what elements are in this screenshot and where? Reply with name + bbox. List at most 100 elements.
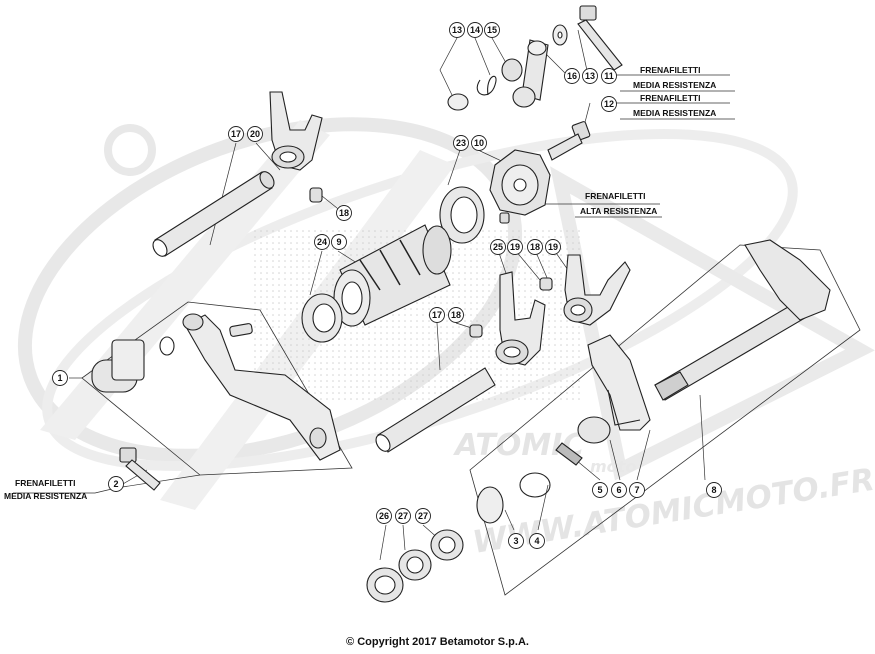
washer-13-right (552, 24, 568, 46)
callout-c1: 1 (52, 370, 68, 386)
callout-circle (529, 533, 545, 549)
callout-circle (484, 22, 500, 38)
callout-circle (601, 96, 617, 112)
callout-c12: 12 (601, 96, 617, 112)
frame-group-1 (81, 301, 353, 476)
callout-circle (467, 22, 483, 38)
selector-shaft-8 (654, 239, 831, 401)
callout-number: 24 (317, 237, 327, 247)
note-2-line2: MEDIA RESISTENZA (4, 491, 87, 501)
callout-number: 11 (604, 71, 614, 81)
callout-circle (471, 135, 487, 151)
callout-number: 27 (398, 511, 408, 521)
callout-number: 18 (451, 310, 461, 320)
callout-number: 13 (585, 71, 595, 81)
callout-number: 19 (548, 242, 558, 252)
callout-circle (395, 508, 411, 524)
callout-circle (108, 476, 124, 492)
callout-circle (545, 239, 561, 255)
callout-c4: 4 (529, 533, 545, 549)
note-11-line2: MEDIA RESISTENZA (633, 80, 716, 90)
callout-c25: 25 (490, 239, 506, 255)
callout-circle (507, 239, 523, 255)
callout-number: 3 (513, 536, 518, 546)
callout-circle (490, 239, 506, 255)
callout-number: 18 (339, 208, 349, 218)
plate-7 (587, 334, 651, 431)
note-11-line1: FRENAFILETTI (640, 65, 700, 75)
callout-c3: 3 (508, 533, 524, 549)
callout-c2: 2 (108, 476, 124, 492)
callout-number: 19 (510, 242, 520, 252)
callout-circle (247, 126, 263, 142)
callout-c14: 14 (467, 22, 483, 38)
callout-number: 27 (418, 511, 428, 521)
selector-drum-9 (333, 224, 452, 327)
bushing-27-a (398, 549, 432, 581)
callout-circle (611, 482, 627, 498)
copyright-footer: © Copyright 2017 Betamotor S.p.A. (346, 636, 529, 648)
note-10-line1: FRENAFILETTI (585, 191, 645, 201)
note-12-line2: MEDIA RESISTENZA (633, 108, 716, 118)
fork-shaft-top (152, 171, 275, 257)
callout-circle (582, 68, 598, 84)
callout-number: 7 (634, 485, 639, 495)
selector-lever (521, 39, 549, 101)
callout-c5: 5 (592, 482, 608, 498)
callout-circle (376, 508, 392, 524)
note-2-line1: FRENAFILETTI (15, 478, 75, 488)
roller-18-low (469, 324, 483, 338)
washer-13-left (447, 93, 469, 111)
callout-number: 17 (231, 129, 241, 139)
callout-number: 2 (113, 479, 118, 489)
callout-number: 15 (487, 25, 497, 35)
callout-c7: 7 (629, 482, 645, 498)
spring-14 (476, 75, 497, 96)
callout-number: 8 (711, 485, 716, 495)
callout-circle (527, 239, 543, 255)
callout-c9: 9 (331, 234, 347, 250)
callout-circle (592, 482, 608, 498)
pin-10 (499, 212, 510, 224)
callout-circle (429, 307, 445, 323)
callout-number: 6 (616, 485, 621, 495)
screw-2 (119, 447, 161, 491)
callout-c16: 16 (564, 68, 580, 84)
callout-circle (564, 68, 580, 84)
bushing-26 (366, 567, 404, 603)
callout-number: 17 (432, 310, 442, 320)
threadlock-notes: FRENAFILETTI MEDIA RESISTENZA FRENAFILET… (4, 65, 716, 501)
callout-circle (336, 205, 352, 221)
callout-c8: 8 (706, 482, 722, 498)
bushing-27-b (430, 529, 464, 561)
callout-c6: 6 (611, 482, 627, 498)
callout-c18b: 18 (527, 239, 543, 255)
note-underlines (575, 90, 735, 218)
callout-number: 12 (604, 99, 614, 109)
callout-circle (629, 482, 645, 498)
callout-number: 16 (567, 71, 577, 81)
callout-c11: 11 (601, 68, 617, 84)
callout-c23: 23 (453, 135, 469, 151)
callout-number: 4 (534, 536, 539, 546)
callout-number: 13 (452, 25, 462, 35)
callout-circle (449, 22, 465, 38)
watermark-sub: moto (590, 457, 636, 476)
callout-c18a: 18 (336, 205, 352, 221)
callout-number: 25 (493, 242, 503, 252)
callout-circle (706, 482, 722, 498)
callout-c19a: 19 (507, 239, 523, 255)
callout-number: 26 (379, 511, 389, 521)
washer-3 (476, 486, 504, 524)
callout-number: 10 (474, 138, 484, 148)
callout-c24: 24 (314, 234, 330, 250)
callout-circle (453, 135, 469, 151)
callout-c20: 20 (247, 126, 263, 142)
screw-12 (547, 121, 591, 161)
callout-c13b: 13 (582, 68, 598, 84)
shift-fork-middle-right (563, 254, 631, 326)
callout-circle (228, 126, 244, 142)
callout-circle (314, 234, 330, 250)
callout-number: 9 (336, 237, 341, 247)
note-12-line1: FRENAFILETTI (640, 93, 700, 103)
